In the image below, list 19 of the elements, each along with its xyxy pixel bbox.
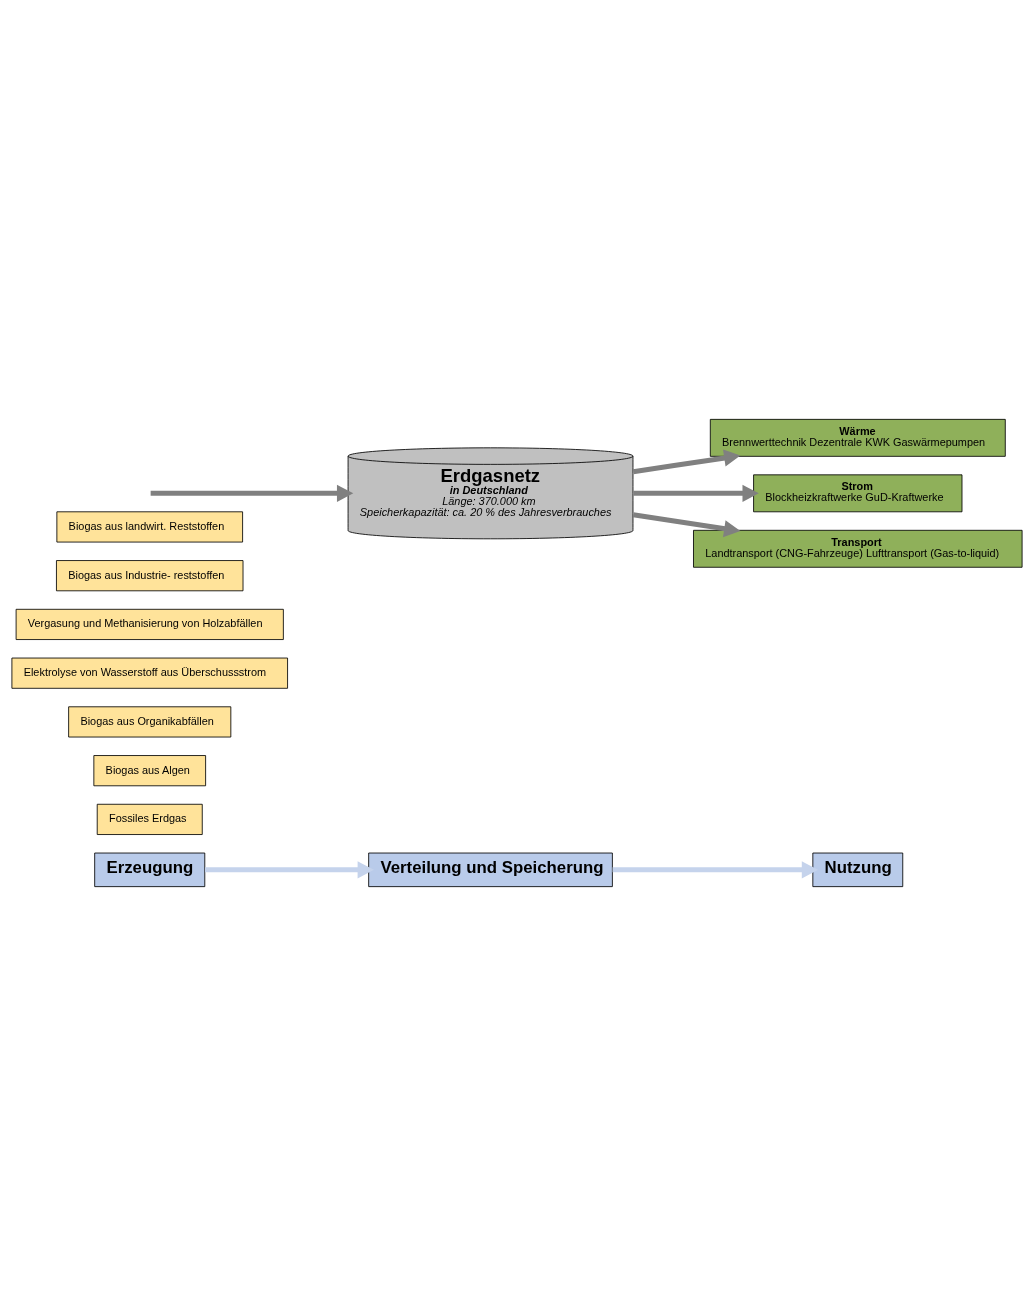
node-box: Transport Landtransport (CNG-Fahrzeuge) Lufttransport (Gas-to-liquid) [693, 529, 1023, 568]
arrow [205, 861, 374, 879]
arrow [632, 449, 741, 475]
node-box: Biogas aus Industrie- reststoffen [56, 560, 244, 592]
node-box: Wärme Brennwerttechnik Dezentrale KWK Gaswärmepumpen [709, 418, 1006, 457]
node-box: Elektrolyse von Wasserstoff aus Überschussstrom [11, 657, 288, 689]
arrow [150, 484, 354, 502]
arrow [632, 512, 741, 538]
node-box: Fossiles Erdgas [96, 803, 203, 835]
arrow [633, 484, 759, 502]
node-box: Vergasung und Methanisierung von Holzabfällen [15, 608, 284, 640]
node-box: Biogas aus landwirt. Reststoffen [56, 511, 243, 543]
arrow [612, 861, 819, 879]
node-box: Verteilung und Speicherung [368, 852, 613, 888]
node-box: Nutzung [812, 852, 904, 888]
node-box: Strom Blockheizkraftwerke GuD-Kraftwerke [753, 474, 963, 513]
node-box: Erzeugung [94, 852, 206, 888]
node-box: Biogas aus Organikabfällen [68, 706, 232, 738]
node-box: Biogas aus Algen [93, 755, 207, 787]
